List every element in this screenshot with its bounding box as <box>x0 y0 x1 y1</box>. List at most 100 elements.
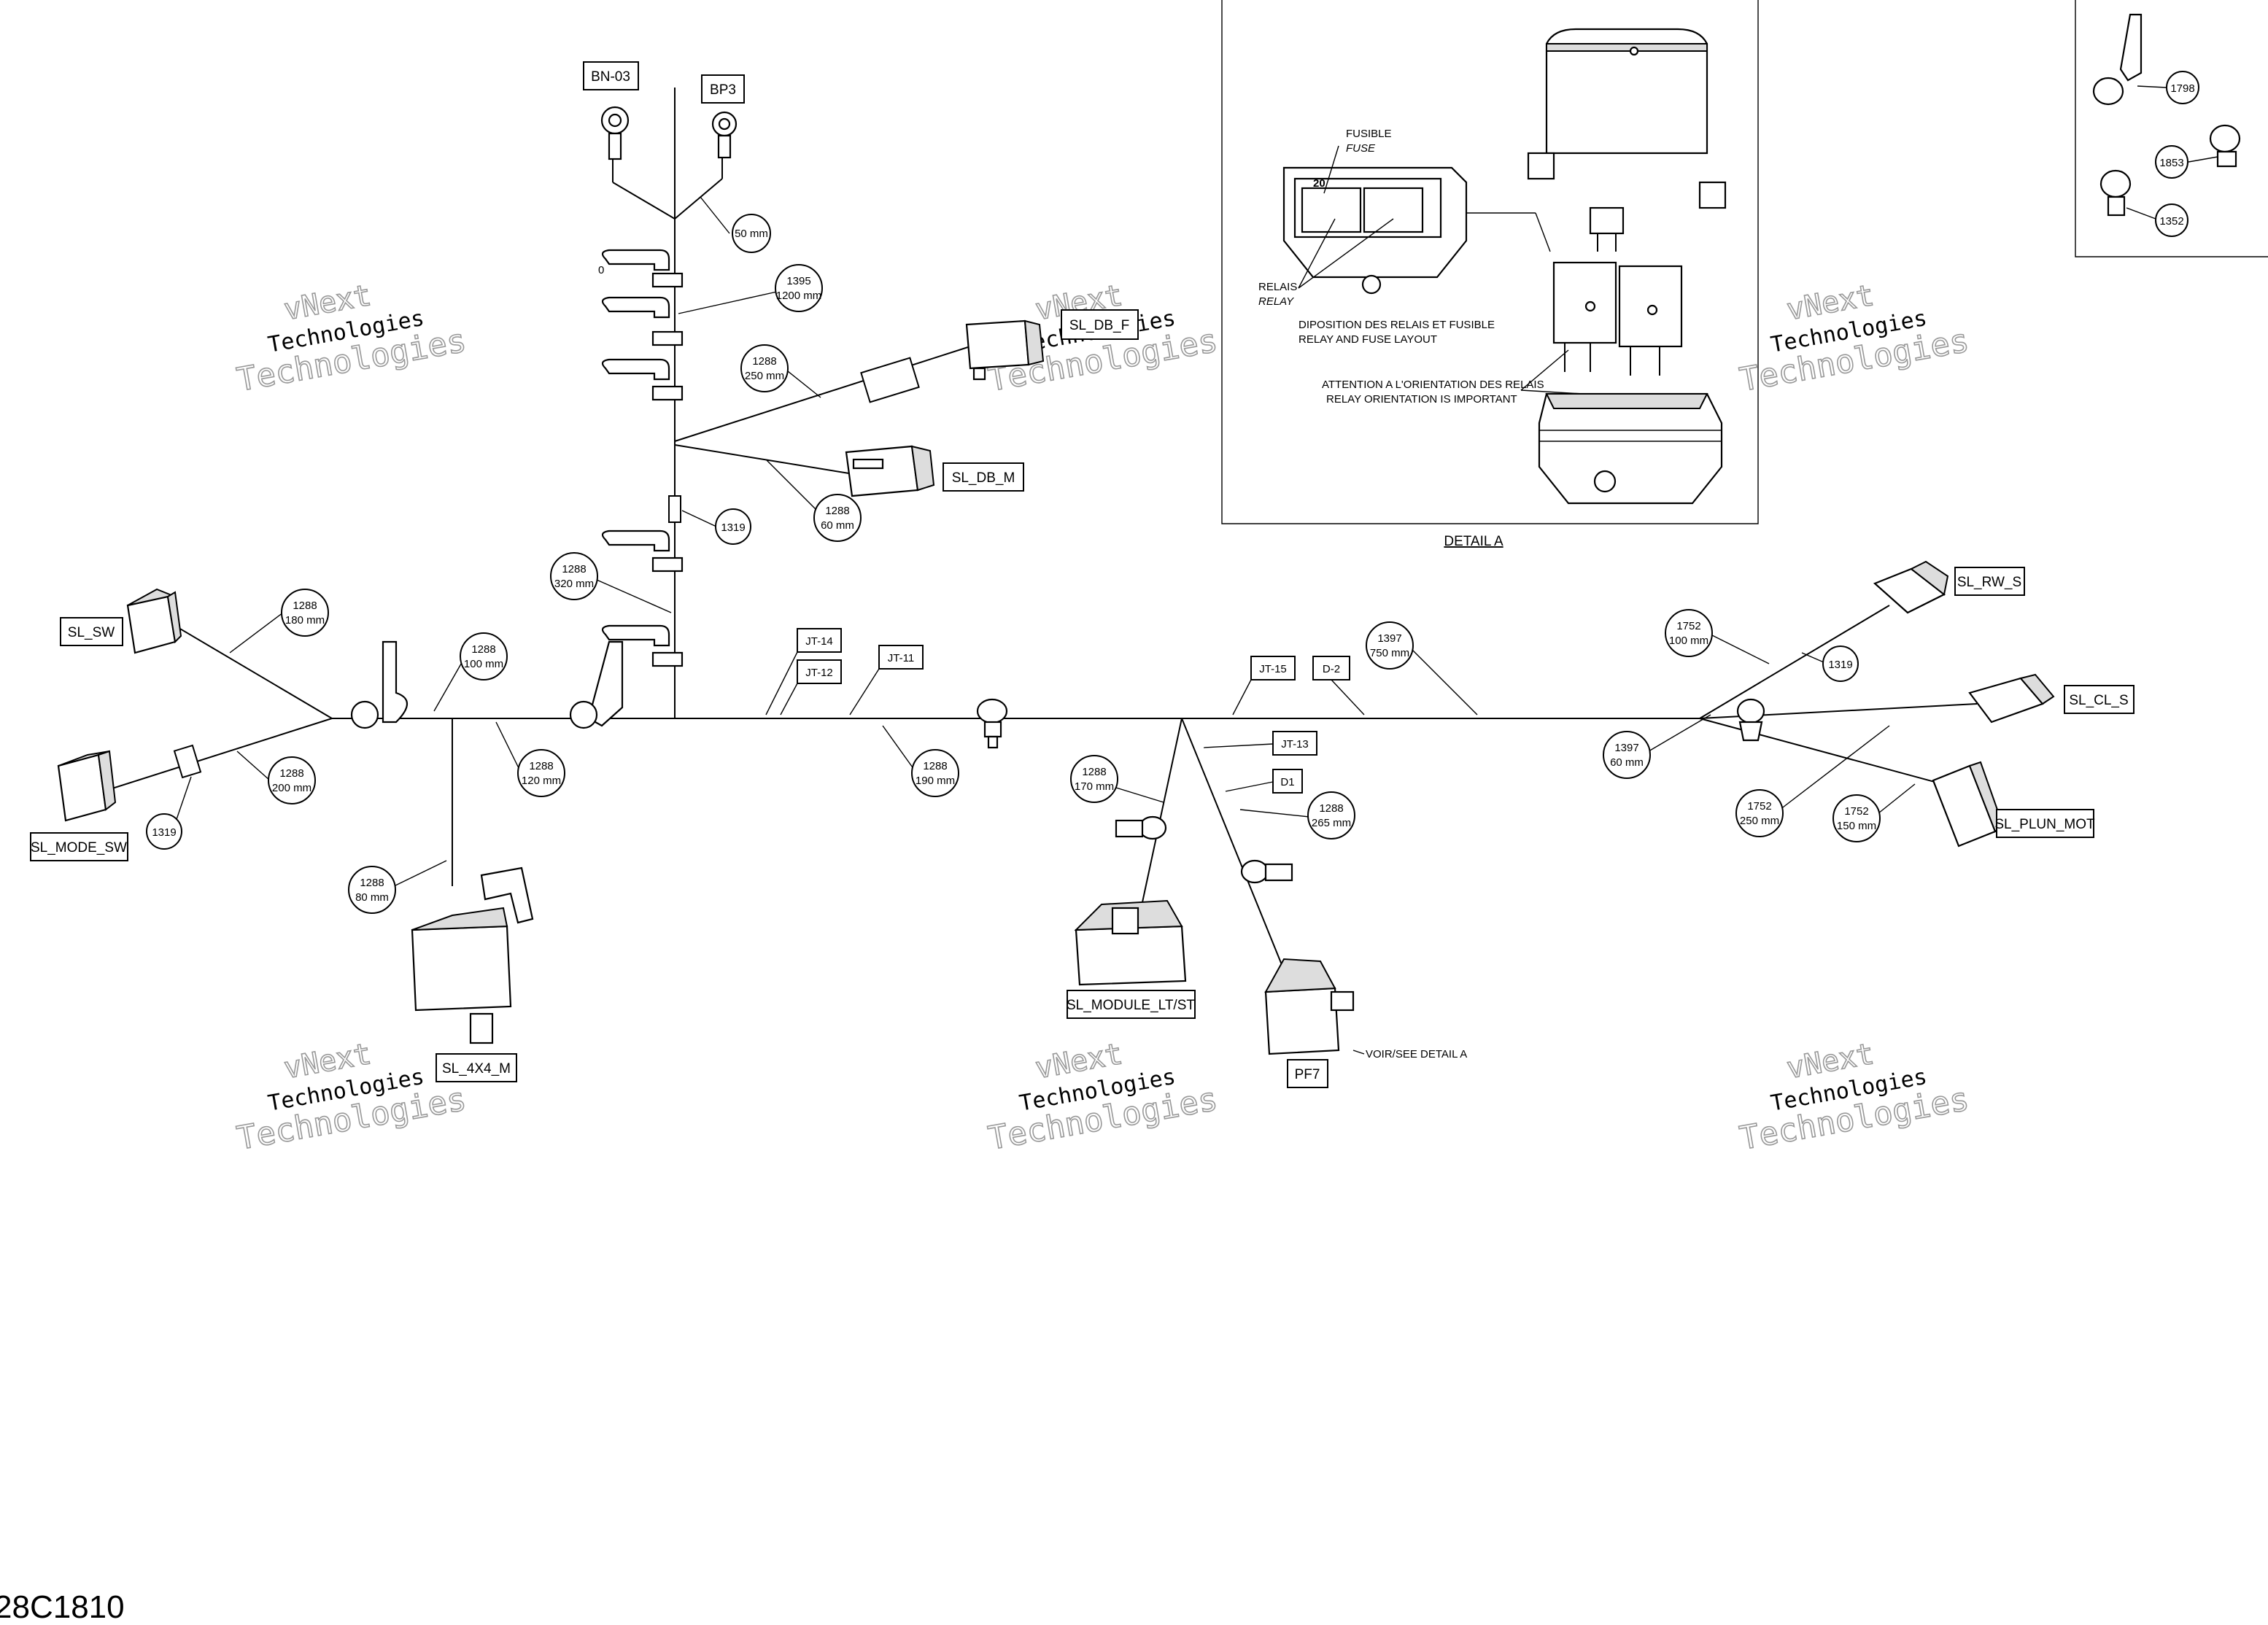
callout-1395: 1395 1200 mm <box>678 264 823 314</box>
svg-text:1288: 1288 <box>752 355 776 368</box>
sl-plun-mot-connector <box>1932 761 2004 848</box>
watermark-3: vNext Technologies Technologies <box>1736 278 1973 399</box>
svg-text:SL_MODULE_LT/ST: SL_MODULE_LT/ST <box>1067 998 1195 1013</box>
clip-module-branch <box>1115 815 1167 840</box>
svg-text:1853: 1853 <box>2159 157 2183 169</box>
harness-wires <box>80 88 1978 971</box>
label-sl-plun-mot: SL_PLUN_MOT <box>1994 809 2095 838</box>
ring-terminal-bn03 <box>600 106 630 160</box>
svg-text:D1: D1 <box>1280 776 1294 788</box>
fuse-box-cover <box>1527 28 1727 209</box>
svg-text:320 mm: 320 mm <box>554 578 594 590</box>
clip-1798: 1798 <box>2092 13 2199 106</box>
relay-fuse-layout-plate: 20 <box>1282 166 1468 295</box>
watermark-1: vNext Technologies Technologies <box>233 278 470 399</box>
label-sl-sw: SL_SW <box>60 617 123 646</box>
callout-1288-100: 1288 100 mm <box>433 632 508 712</box>
svg-text:1288: 1288 <box>293 600 317 612</box>
clip-left-2 <box>569 640 624 729</box>
cable-clips-vertical <box>601 249 684 667</box>
callout-1752-250: 1752 250 mm <box>1735 725 1890 837</box>
callout-1319-left: 1319 <box>146 776 192 850</box>
pf7-connector <box>1264 958 1355 1055</box>
svg-text:170 mm: 170 mm <box>1075 780 1114 793</box>
svg-text:1288: 1288 <box>360 877 384 889</box>
svg-text:1752: 1752 <box>1676 620 1700 632</box>
svg-text:80 mm: 80 mm <box>355 891 389 904</box>
svg-text:20: 20 <box>1313 177 1325 190</box>
clip-left-1 <box>350 640 409 729</box>
svg-text:JT-12: JT-12 <box>805 667 833 679</box>
svg-text:120 mm: 120 mm <box>522 775 561 787</box>
label-sl-mode-sw: SL_MODE_SW <box>30 832 128 861</box>
callout-1288-80: 1288 80 mm <box>348 860 447 914</box>
callout-1397-750: 1397 750 mm <box>1366 621 1478 715</box>
callout-1288-180: 1288 180 mm <box>229 589 329 654</box>
sl-rw-s-connector <box>1873 560 1949 614</box>
svg-text:FUSIBLE: FUSIBLE <box>1346 128 1392 140</box>
label-sl-db-m: SL_DB_M <box>943 462 1024 492</box>
callout-1288-200: 1288 200 mm <box>236 751 316 804</box>
see-detail-note: VOIR/SEE DETAIL A <box>1352 1048 1467 1060</box>
callout-1288-320: 1288 320 mm <box>550 552 672 613</box>
tag-jt12: JT-12 <box>780 659 842 715</box>
callout-1288-60: 1288 60 mm <box>765 459 862 542</box>
clip-1853: 1853 <box>2155 124 2241 179</box>
label-sl-module: SL_MODULE_LT/ST <box>1067 990 1196 1019</box>
tag-jt11: JT-11 <box>849 645 924 715</box>
svg-text:RELAY: RELAY <box>1258 295 1294 308</box>
sl-db-f-connector <box>965 319 1045 381</box>
label-bp3: BP3 <box>701 74 745 104</box>
svg-text:1798: 1798 <box>2170 82 2194 95</box>
svg-text:50 mm: 50 mm <box>735 228 768 240</box>
callout-1319-top: 1319 <box>681 508 751 545</box>
relay-1 <box>1552 261 1617 372</box>
callout-1288-190: 1288 190 mm <box>882 725 959 797</box>
callout-1288-120: 1288 120 mm <box>495 721 565 797</box>
svg-text:250 mm: 250 mm <box>745 370 784 382</box>
sl-cl-s-connector <box>1968 673 2055 724</box>
callout-1752-100: 1752 100 mm <box>1665 609 1770 664</box>
label-pf7: PF7 <box>1287 1059 1328 1088</box>
svg-text:750 mm: 750 mm <box>1370 647 1409 659</box>
callout-1288-170: 1288 170 mm <box>1070 755 1164 803</box>
svg-text:1288: 1288 <box>825 505 849 517</box>
svg-text:RELAY AND FUSE LAYOUT: RELAY AND FUSE LAYOUT <box>1299 333 1437 346</box>
callout-1288-265: 1288 265 mm <box>1239 791 1355 839</box>
callout-1752-150: 1752 150 mm <box>1832 783 1916 842</box>
svg-text:1397: 1397 <box>1377 632 1401 645</box>
svg-text:180 mm: 180 mm <box>285 614 325 627</box>
label-zero: 0 <box>598 264 604 276</box>
svg-text:SL_SW: SL_SW <box>68 625 115 640</box>
ring-terminal-bp3 <box>711 111 738 159</box>
sl-db-m-connector <box>845 445 935 497</box>
svg-text:1288: 1288 <box>1082 766 1106 778</box>
svg-text:1352: 1352 <box>2159 215 2183 228</box>
hardware-inset: 1798 1853 1352 <box>2075 0 2268 257</box>
svg-text:100 mm: 100 mm <box>1669 635 1708 647</box>
svg-text:RELAY ORIENTATION IS IMPORTANT: RELAY ORIENTATION IS IMPORTANT <box>1326 393 1517 406</box>
watermark-4: vNext Technologies Technologies <box>233 1036 470 1157</box>
svg-text:1397: 1397 <box>1614 742 1638 754</box>
mini-fuse <box>1589 206 1625 252</box>
detail-a-title: DETAIL A <box>1444 534 1503 549</box>
svg-text:150 mm: 150 mm <box>1837 820 1876 832</box>
svg-text:200 mm: 200 mm <box>272 782 311 794</box>
svg-text:DIPOSITION DES RELAIS ET FUSIB: DIPOSITION DES RELAIS ET FUSIBLE <box>1299 319 1495 331</box>
fuse-box-base <box>1538 392 1723 505</box>
svg-text:SL_PLUN_MOT: SL_PLUN_MOT <box>1994 817 2095 832</box>
svg-text:SL_CL_S: SL_CL_S <box>2069 693 2128 708</box>
svg-text:BN-03: BN-03 <box>591 69 630 85</box>
svg-text:100 mm: 100 mm <box>464 658 503 670</box>
svg-text:SL_MODE_SW: SL_MODE_SW <box>31 840 127 856</box>
tag-jt13: JT-13 <box>1203 731 1317 756</box>
label-sl-cl-s: SL_CL_S <box>2064 685 2135 714</box>
svg-text:1319: 1319 <box>152 826 176 839</box>
clip-jt-mid <box>976 698 1008 749</box>
detail-a-panel: DETAIL A 20 FUSIBLE FUSE RELAIS RELAY DI… <box>1221 0 1759 549</box>
tape-markers <box>173 357 920 779</box>
sl-sw-connector <box>126 588 182 654</box>
svg-text:RELAIS: RELAIS <box>1258 281 1297 293</box>
svg-text:PF7: PF7 <box>1295 1067 1320 1082</box>
